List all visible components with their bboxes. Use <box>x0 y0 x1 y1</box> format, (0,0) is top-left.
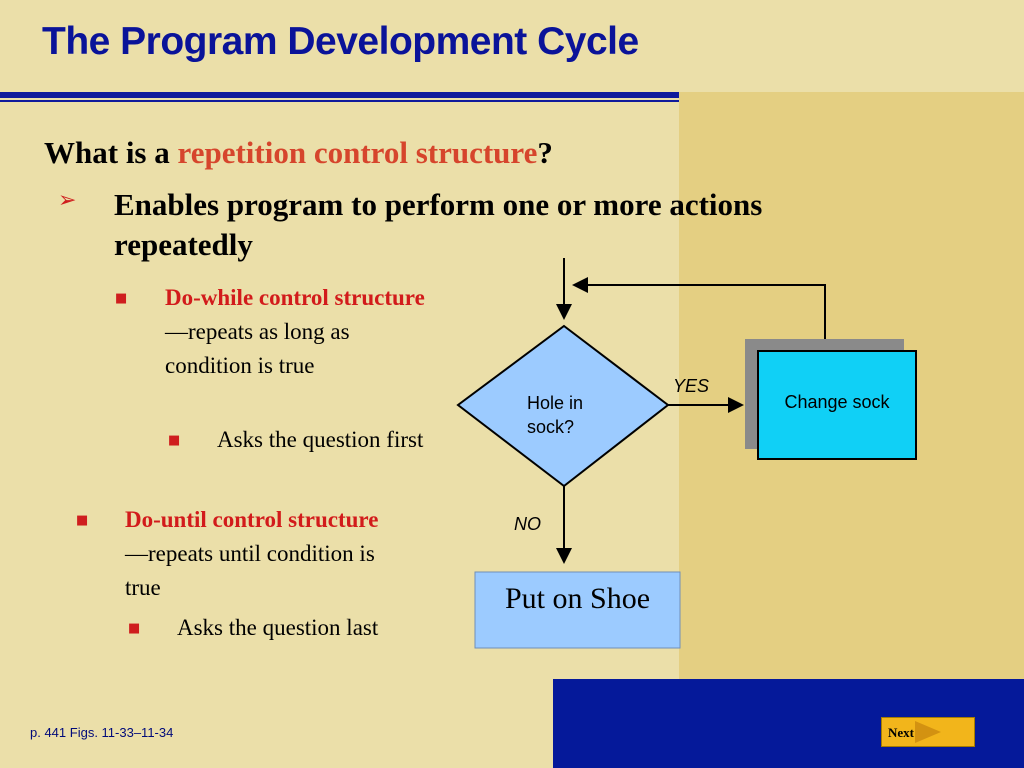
question-heading: What is a repetition control structure? <box>44 135 553 171</box>
do-while-term: Do-while control structure <box>165 285 425 310</box>
title-rule-thick <box>0 92 679 98</box>
question-prefix: What is a <box>44 135 178 170</box>
square-bullet-icon: ■ <box>168 433 181 448</box>
loop-back-arrow <box>572 277 826 340</box>
no-label: NO <box>514 514 541 534</box>
action-box <box>757 350 917 460</box>
square-bullet-icon: ■ <box>76 513 89 528</box>
yes-label: YES <box>673 376 710 396</box>
slide-title: The Program Development Cycle <box>42 20 639 63</box>
do-while-item: Do-while control structure —repeats as lo… <box>165 281 427 383</box>
title-rule-thin <box>0 100 679 102</box>
main-bullet-text: Enables program to perform one or more a… <box>114 187 763 262</box>
square-bullet-icon: ■ <box>128 621 141 636</box>
decision-label: Hole in sock? <box>527 393 584 437</box>
do-until-desc: —repeats until condition is true <box>125 541 375 600</box>
next-label: Next <box>888 725 914 740</box>
question-suffix: ? <box>537 135 553 170</box>
arrowhead-bullet-icon: ➢ <box>58 188 77 213</box>
do-while-sub: Asks the question first <box>217 427 424 452</box>
question-highlight: repetition control structure <box>177 135 538 170</box>
next-button[interactable]: Next <box>881 717 975 747</box>
figure-reference: p. 441 Figs. 11-33–11-34 <box>30 725 174 740</box>
next-arrow-icon <box>915 721 941 743</box>
do-until-item: Do-until control structure —repeats until… <box>125 503 387 605</box>
do-until-sub: Asks the question last <box>177 615 379 640</box>
square-bullet-icon: ■ <box>115 291 128 306</box>
action-label: Change sock <box>784 392 890 412</box>
exit-label: Put on Shoe <box>504 582 651 615</box>
do-while-desc: —repeats as long as condition is true <box>165 319 350 378</box>
do-until-term: Do-until control structure <box>125 507 379 532</box>
decision-text: Hole in sock? <box>527 391 597 439</box>
exit-box <box>474 571 681 649</box>
